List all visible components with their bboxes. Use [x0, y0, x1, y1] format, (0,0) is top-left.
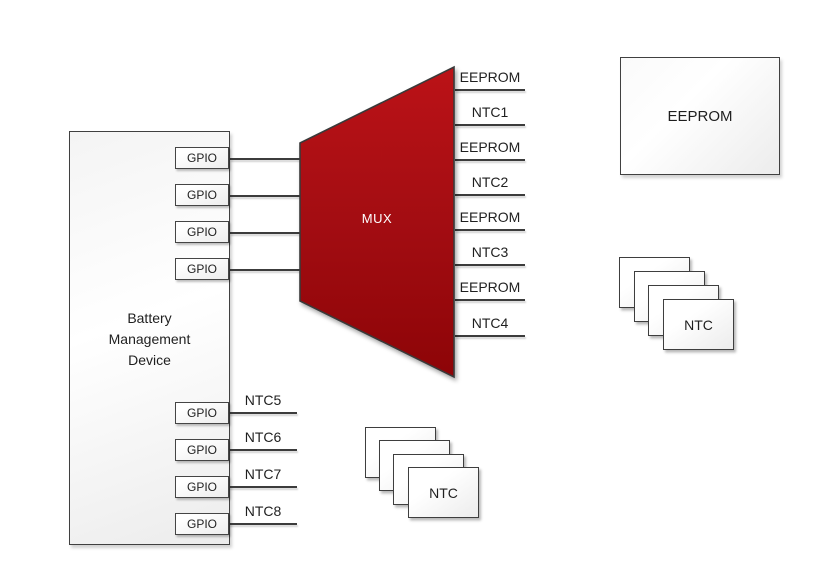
direct-output-label-ntc8: NTC8	[244, 503, 282, 519]
direct-output-label-ntc5: NTC5	[244, 392, 282, 408]
gpio-pin-2: GPIO	[175, 184, 229, 206]
wire-mux-out-1	[455, 89, 525, 91]
wire-gpio7-ntc7	[229, 486, 297, 488]
mux-output-label-eeprom-2: EEPROM	[459, 139, 521, 155]
gpio-pin-8: GPIO	[175, 513, 229, 535]
wire-mux-out-8	[455, 335, 525, 337]
gpio-pin-7: GPIO	[175, 476, 229, 498]
gpio-pin-1-label: GPIO	[186, 151, 217, 165]
wire-gpio4-to-mux	[230, 269, 300, 271]
wire-mux-out-7	[455, 299, 525, 301]
gpio-pin-8-label: GPIO	[186, 517, 217, 531]
device-label-line1: Battery	[127, 310, 172, 326]
gpio-pin-2-label: GPIO	[186, 188, 217, 202]
mux-output-label-eeprom-4: EEPROM	[459, 279, 521, 295]
eeprom-box-label: EEPROM	[667, 107, 733, 125]
wire-gpio8-ntc8	[229, 523, 297, 525]
gpio-pin-6: GPIO	[175, 439, 229, 461]
mux-label: MUX	[361, 211, 393, 226]
mux-shape	[299, 65, 455, 379]
mux-output-label-ntc1: NTC1	[471, 104, 509, 120]
wire-gpio6-ntc6	[229, 449, 297, 451]
direct-output-label-ntc6: NTC6	[244, 429, 282, 445]
gpio-pin-3: GPIO	[175, 221, 229, 243]
device-label: Battery Management Device	[70, 308, 229, 371]
ntc-stack-right-card-front: NTC	[663, 299, 734, 350]
ntc-stack-bottom-label: NTC	[429, 484, 458, 501]
eeprom-box: EEPROM	[620, 57, 780, 175]
gpio-pin-4: GPIO	[175, 258, 229, 280]
wire-gpio2-to-mux	[230, 195, 300, 197]
gpio-pin-5: GPIO	[175, 402, 229, 424]
wire-gpio1-to-mux	[230, 158, 300, 160]
ntc-stack-bottom-card-front: NTC	[408, 467, 479, 518]
gpio-pin-7-label: GPIO	[186, 480, 217, 494]
mux-output-label-ntc2: NTC2	[471, 174, 509, 190]
gpio-pin-6-label: GPIO	[186, 443, 217, 457]
device-label-line2: Management	[108, 331, 191, 347]
device-label-line3: Device	[128, 352, 171, 368]
wire-mux-out-2	[455, 124, 525, 126]
mux-output-label-eeprom-1: EEPROM	[459, 69, 521, 85]
gpio-pin-1: GPIO	[175, 147, 229, 169]
gpio-pin-4-label: GPIO	[186, 262, 217, 276]
wire-mux-out-5	[455, 229, 525, 231]
mux-output-label-ntc4: NTC4	[471, 315, 509, 331]
wire-mux-out-3	[455, 159, 525, 161]
mux-output-label-ntc3: NTC3	[471, 244, 509, 260]
wire-gpio3-to-mux	[230, 232, 300, 234]
gpio-pin-5-label: GPIO	[186, 406, 217, 420]
direct-output-label-ntc7: NTC7	[244, 466, 282, 482]
mux-output-label-eeprom-3: EEPROM	[459, 209, 521, 225]
ntc-stack-right-label: NTC	[684, 316, 713, 333]
gpio-pin-3-label: GPIO	[186, 225, 217, 239]
wire-mux-out-4	[455, 194, 525, 196]
wire-gpio5-ntc5	[229, 412, 297, 414]
wire-mux-out-6	[455, 264, 525, 266]
